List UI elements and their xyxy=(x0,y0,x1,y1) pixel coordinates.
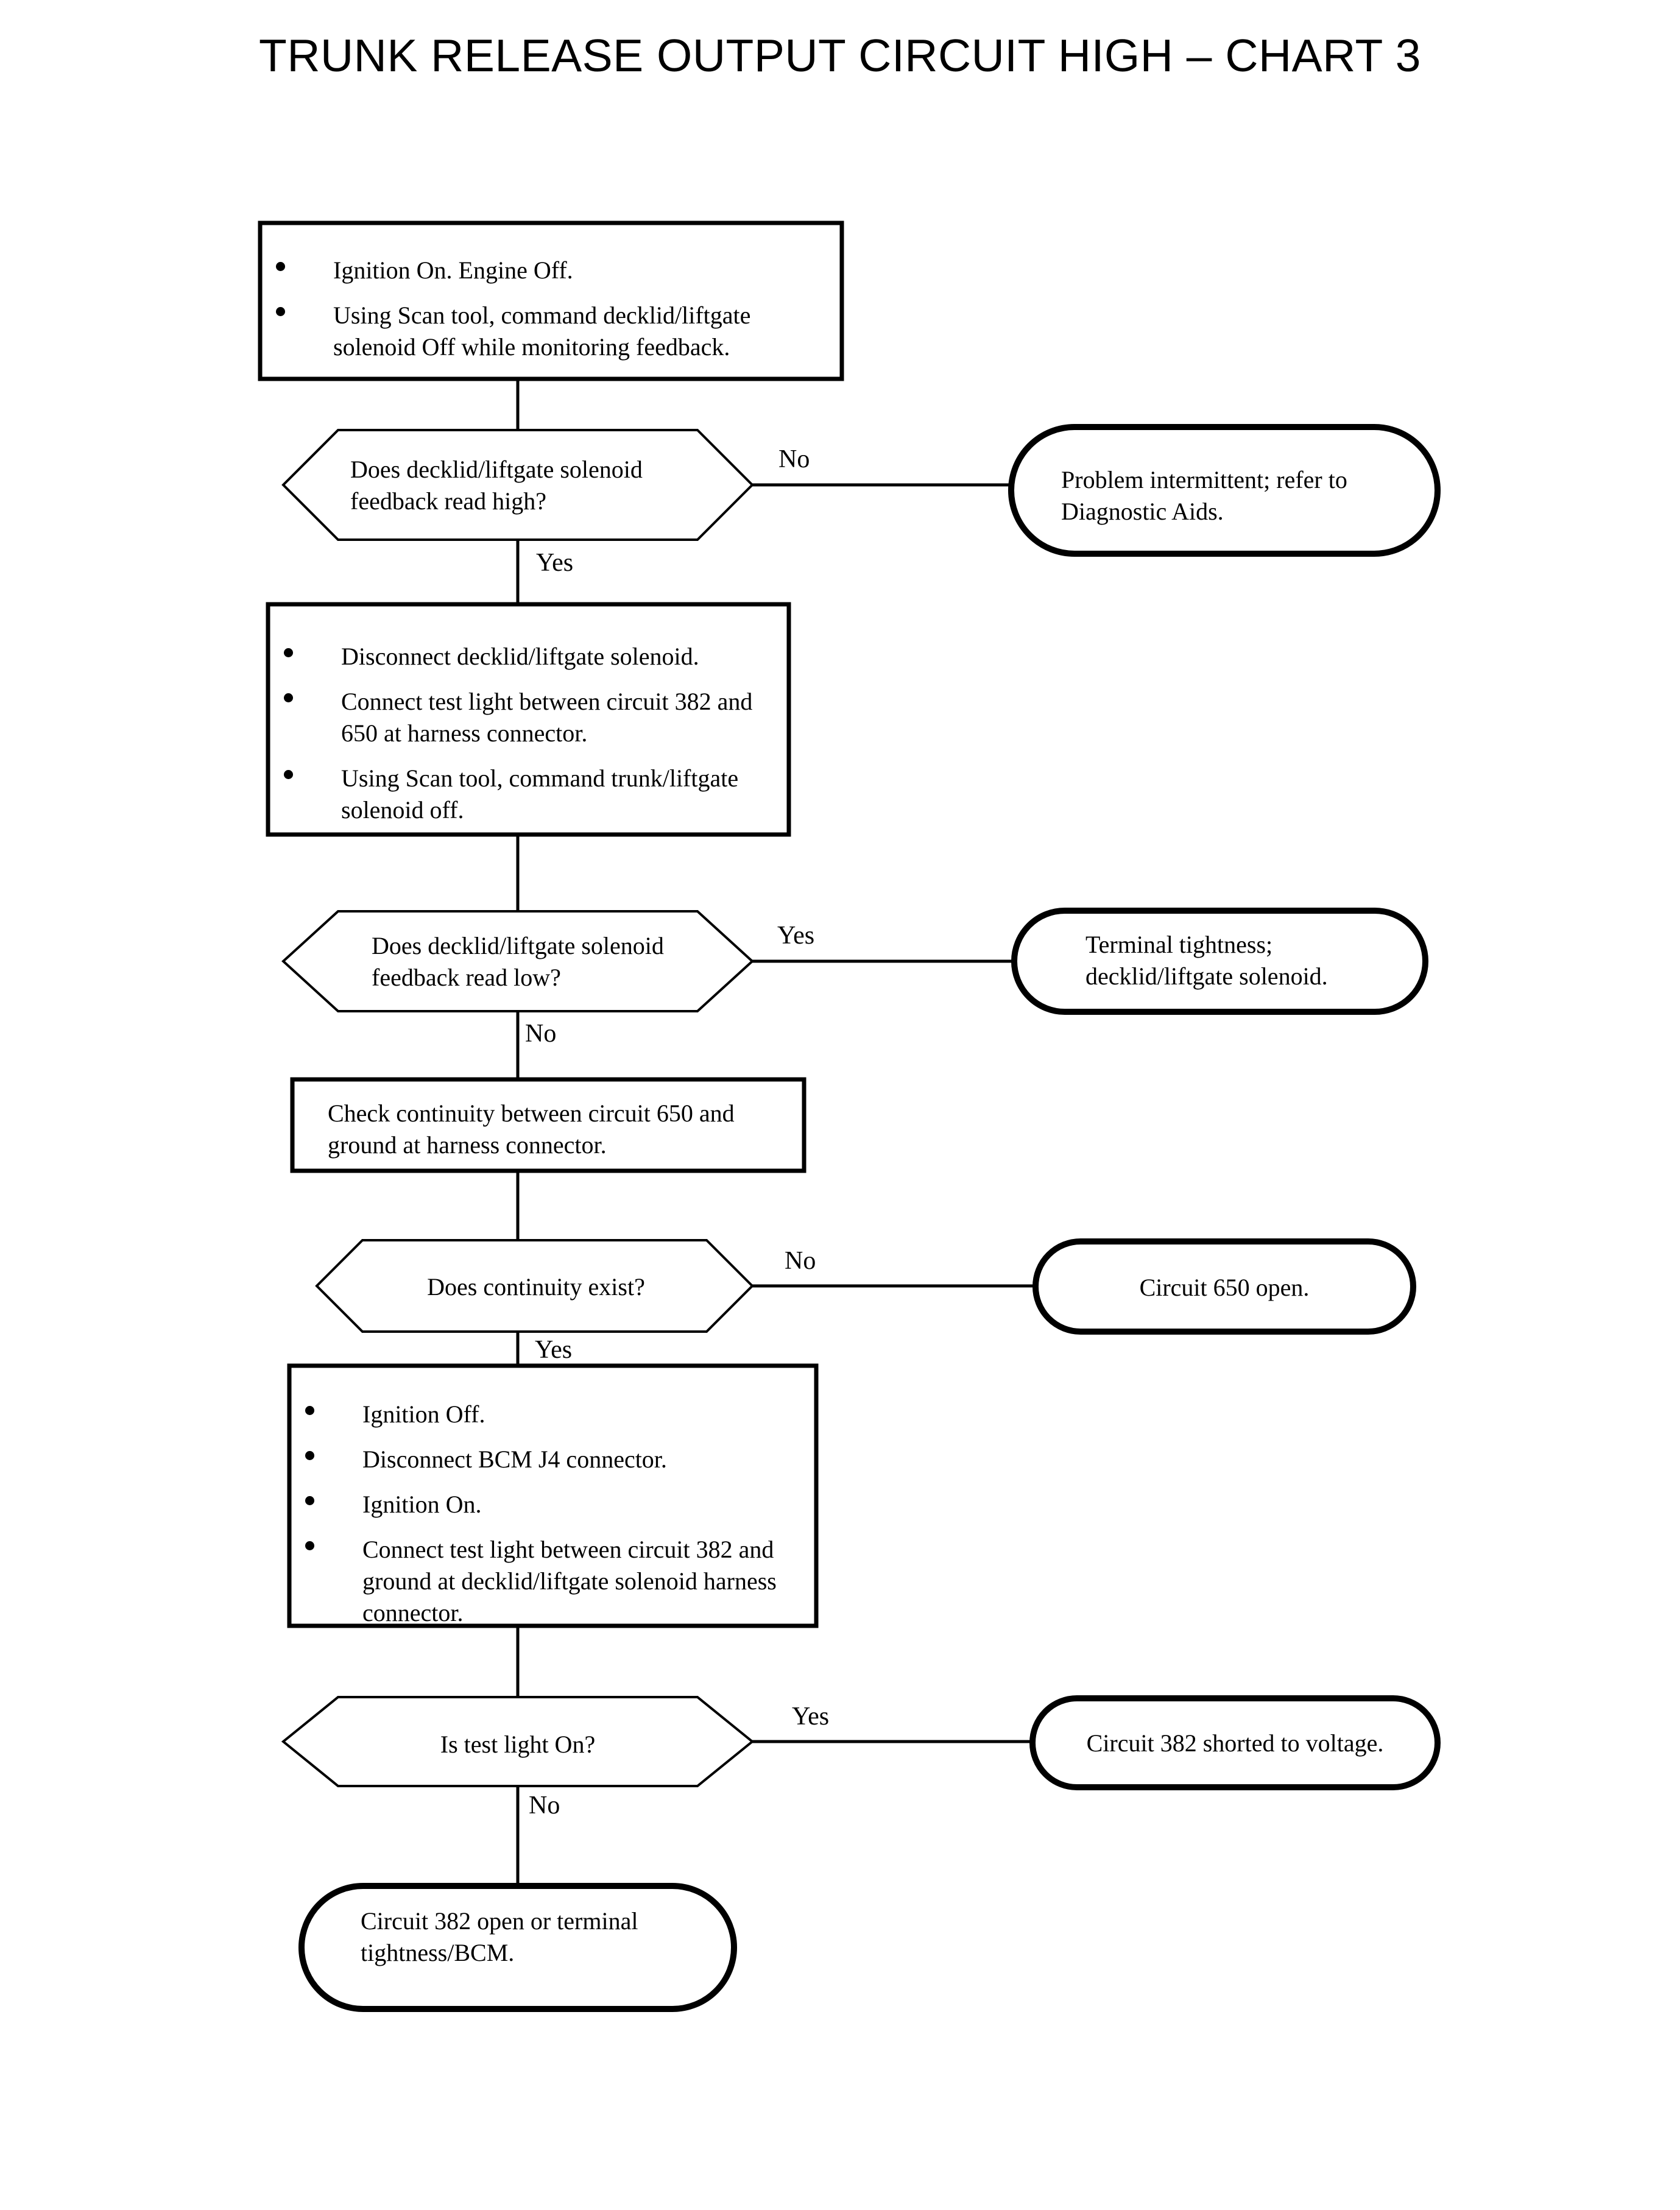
step2-bullet-0: Disconnect decklid/liftgate solenoid. xyxy=(341,643,699,670)
step1-bullet-1: Using Scan tool, command decklid/liftgat… xyxy=(333,302,751,361)
step3-label: Check continuity between circuit 650 and… xyxy=(328,1100,735,1159)
page-title: TRUNK RELEASE OUTPUT CIRCUIT HIGH – CHAR… xyxy=(259,30,1421,81)
bullet-icon xyxy=(284,648,293,657)
shape-terminal2 xyxy=(1011,908,1428,1015)
list-item: Connect test light between circuit 382 a… xyxy=(295,1534,796,1629)
shape-step3 xyxy=(290,1077,806,1173)
decision4-label: Is test light On? xyxy=(440,1731,596,1758)
shape-terminal3 xyxy=(1032,1238,1416,1335)
node-terminal3: Circuit 650 open. xyxy=(1054,1272,1395,1304)
step4-bullet-list: Ignition Off. Disconnect BCM J4 connecto… xyxy=(295,1399,796,1629)
shape-terminal5 xyxy=(298,1883,737,2012)
shape-step1 xyxy=(258,221,844,381)
decision3-label: Does continuity exist? xyxy=(427,1273,645,1301)
edge-label-decision1-no: No xyxy=(778,445,810,473)
node-step2: Disconnect decklid/liftgate solenoid. Co… xyxy=(274,621,789,826)
list-item: Ignition Off. xyxy=(295,1399,796,1430)
bullet-icon xyxy=(305,1541,314,1550)
decision2-label: Does decklid/liftgate solenoid feedback … xyxy=(372,932,664,991)
bullet-icon xyxy=(276,262,285,271)
list-item: Using Scan tool, command decklid/liftgat… xyxy=(266,300,815,363)
edge-label-decision2-yes: Yes xyxy=(777,922,815,950)
shape-decision3 xyxy=(315,1239,754,1333)
list-item: Disconnect decklid/liftgate solenoid. xyxy=(274,641,768,673)
shape-decision2 xyxy=(281,910,754,1012)
terminal4-label: Circuit 382 shorted to voltage. xyxy=(1086,1729,1384,1757)
edge-label-decision3-no: No xyxy=(785,1247,816,1275)
terminal5-label: Circuit 382 open or terminal tightness/B… xyxy=(361,1907,638,1966)
edge-label-decision1-yes: Yes xyxy=(536,549,574,577)
node-terminal5: Circuit 382 open or terminal tightness/B… xyxy=(361,1905,714,1969)
node-step4: Ignition Off. Disconnect BCM J4 connecto… xyxy=(295,1382,816,1629)
step2-bullet-list: Disconnect decklid/liftgate solenoid. Co… xyxy=(274,641,768,826)
bullet-icon xyxy=(276,307,285,316)
shape-terminal1 xyxy=(1008,424,1441,557)
node-terminal2: Terminal tightness; decklid/liftgate sol… xyxy=(1085,929,1408,992)
edge-label-decision4-yes: Yes xyxy=(792,1703,830,1731)
list-item: Using Scan tool, command trunk/liftgate … xyxy=(274,763,768,826)
node-terminal4: Circuit 382 shorted to voltage. xyxy=(1042,1728,1428,1759)
step4-bullet-1: Disconnect BCM J4 connector. xyxy=(362,1446,667,1473)
node-decision2: Does decklid/liftgate solenoid feedback … xyxy=(372,930,713,994)
step2-bullet-2: Using Scan tool, command trunk/liftgate … xyxy=(341,764,739,824)
edge-label-decision4-no: No xyxy=(529,1792,560,1820)
shape-step4 xyxy=(287,1363,819,1628)
list-item: Ignition On. Engine Off. xyxy=(266,255,815,286)
bullet-icon xyxy=(305,1496,314,1505)
step4-bullet-0: Ignition Off. xyxy=(362,1400,485,1428)
decision1-label: Does decklid/liftgate solenoid feedback … xyxy=(350,456,643,515)
node-step3: Check continuity between circuit 650 and… xyxy=(328,1098,778,1161)
bullet-icon xyxy=(305,1406,314,1415)
step2-bullet-1: Connect test light between circuit 382 a… xyxy=(341,688,753,747)
shape-step2 xyxy=(266,602,791,837)
node-step1: Ignition On. Engine Off. Using Scan tool… xyxy=(266,236,836,365)
bullet-icon xyxy=(305,1451,314,1460)
node-terminal1: Problem intermittent; refer to Diagnosti… xyxy=(1061,464,1402,528)
node-decision3: Does continuity exist? xyxy=(365,1271,707,1303)
node-decision4: Is test light On? xyxy=(347,1729,688,1760)
step1-bullet-0: Ignition On. Engine Off. xyxy=(333,256,573,284)
terminal2-label: Terminal tightness; decklid/liftgate sol… xyxy=(1085,931,1328,990)
edge-label-decision3-yes: Yes xyxy=(535,1336,573,1364)
node-decision1: Does decklid/liftgate solenoid feedback … xyxy=(350,454,716,517)
shape-decision1 xyxy=(281,429,754,541)
step4-bullet-2: Ignition On. xyxy=(362,1491,482,1518)
step4-bullet-3: Connect test light between circuit 382 a… xyxy=(362,1536,777,1626)
shape-terminal4 xyxy=(1029,1695,1441,1790)
list-item: Ignition On. xyxy=(295,1489,796,1520)
edge-label-decision2-no: No xyxy=(525,1020,557,1048)
terminal1-label: Problem intermittent; refer to Diagnosti… xyxy=(1061,466,1347,525)
bullet-icon xyxy=(284,693,293,702)
shape-decision4 xyxy=(281,1696,755,1787)
bullet-icon xyxy=(284,770,293,779)
terminal3-label: Circuit 650 open. xyxy=(1139,1274,1310,1301)
list-item: Disconnect BCM J4 connector. xyxy=(295,1444,796,1475)
step1-bullet-list: Ignition On. Engine Off. Using Scan tool… xyxy=(266,255,815,363)
list-item: Connect test light between circuit 382 a… xyxy=(274,686,768,749)
